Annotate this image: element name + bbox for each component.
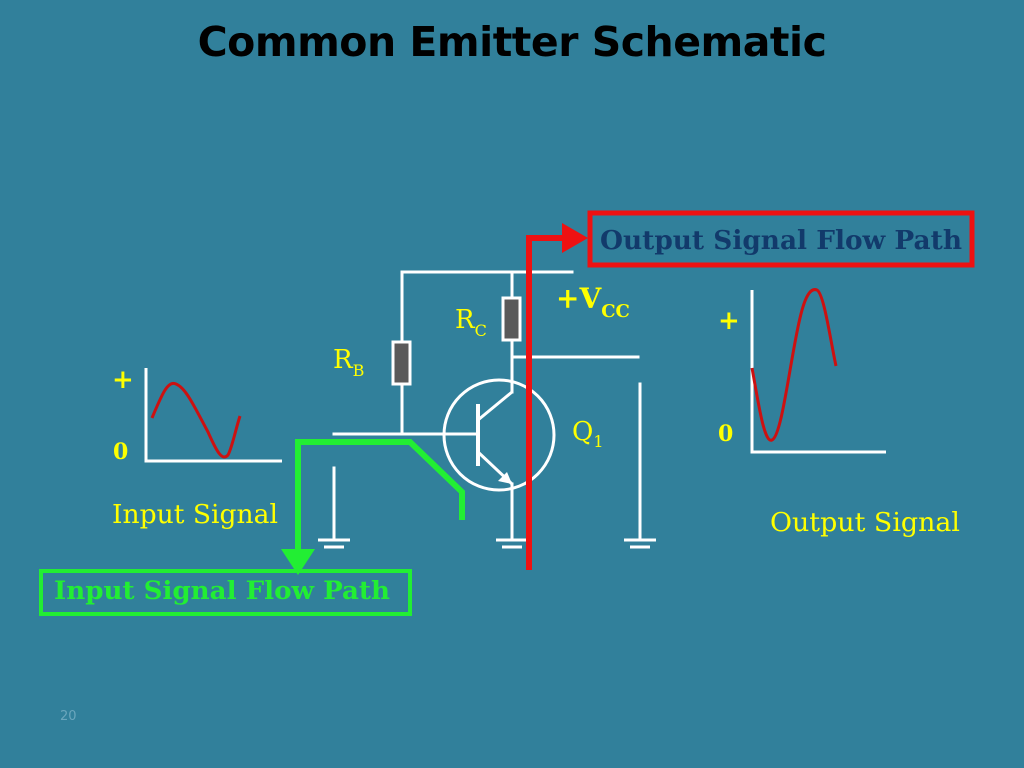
output-waveform xyxy=(750,288,838,442)
input-flow-arrow-icon xyxy=(281,549,315,575)
input-flow-path-label: Input Signal Flow Path xyxy=(54,576,390,605)
output-plus-label: + xyxy=(718,306,740,336)
input-zero-label: 0 xyxy=(113,439,128,465)
rc-label: RC xyxy=(455,305,487,340)
ground-symbol-output xyxy=(624,538,656,549)
output-flow-arrow-icon xyxy=(562,223,588,253)
input-waveform xyxy=(150,381,242,459)
input-signal-label: Input Signal xyxy=(112,500,278,530)
input-flow-path-line xyxy=(295,439,465,556)
ground-symbols xyxy=(318,538,656,549)
input-plus-label: + xyxy=(112,365,134,395)
output-flow-path-line xyxy=(526,235,568,570)
circuit-wiring xyxy=(332,270,642,542)
input-graph-axes xyxy=(144,368,282,463)
output-signal-label: Output Signal xyxy=(770,508,960,538)
output-flow-path: Output Signal Flow Path xyxy=(526,210,975,570)
input-flow-path-box xyxy=(39,569,412,616)
transistor-body xyxy=(442,378,556,492)
vcc-label: +VCC xyxy=(556,282,630,322)
q1-label: Q1 xyxy=(572,417,604,451)
resistor-rb xyxy=(391,340,412,386)
emitter-arrow-icon xyxy=(498,472,512,484)
slide-title: Common Emitter Schematic xyxy=(197,18,827,66)
ground-symbol-emitter xyxy=(496,538,528,549)
output-flow-path-label: Output Signal Flow Path xyxy=(600,226,962,256)
input-flow-path: Input Signal Flow Path xyxy=(39,439,465,616)
transistor-collector-leg xyxy=(477,390,513,422)
rb-label: RB xyxy=(333,345,364,380)
resistor-rc xyxy=(501,296,522,342)
output-zero-label: 0 xyxy=(718,421,733,447)
output-graph-axes xyxy=(750,290,886,454)
output-flow-path-box xyxy=(587,210,975,268)
ground-symbol-input xyxy=(318,538,350,549)
page-number: 20 xyxy=(60,709,77,724)
